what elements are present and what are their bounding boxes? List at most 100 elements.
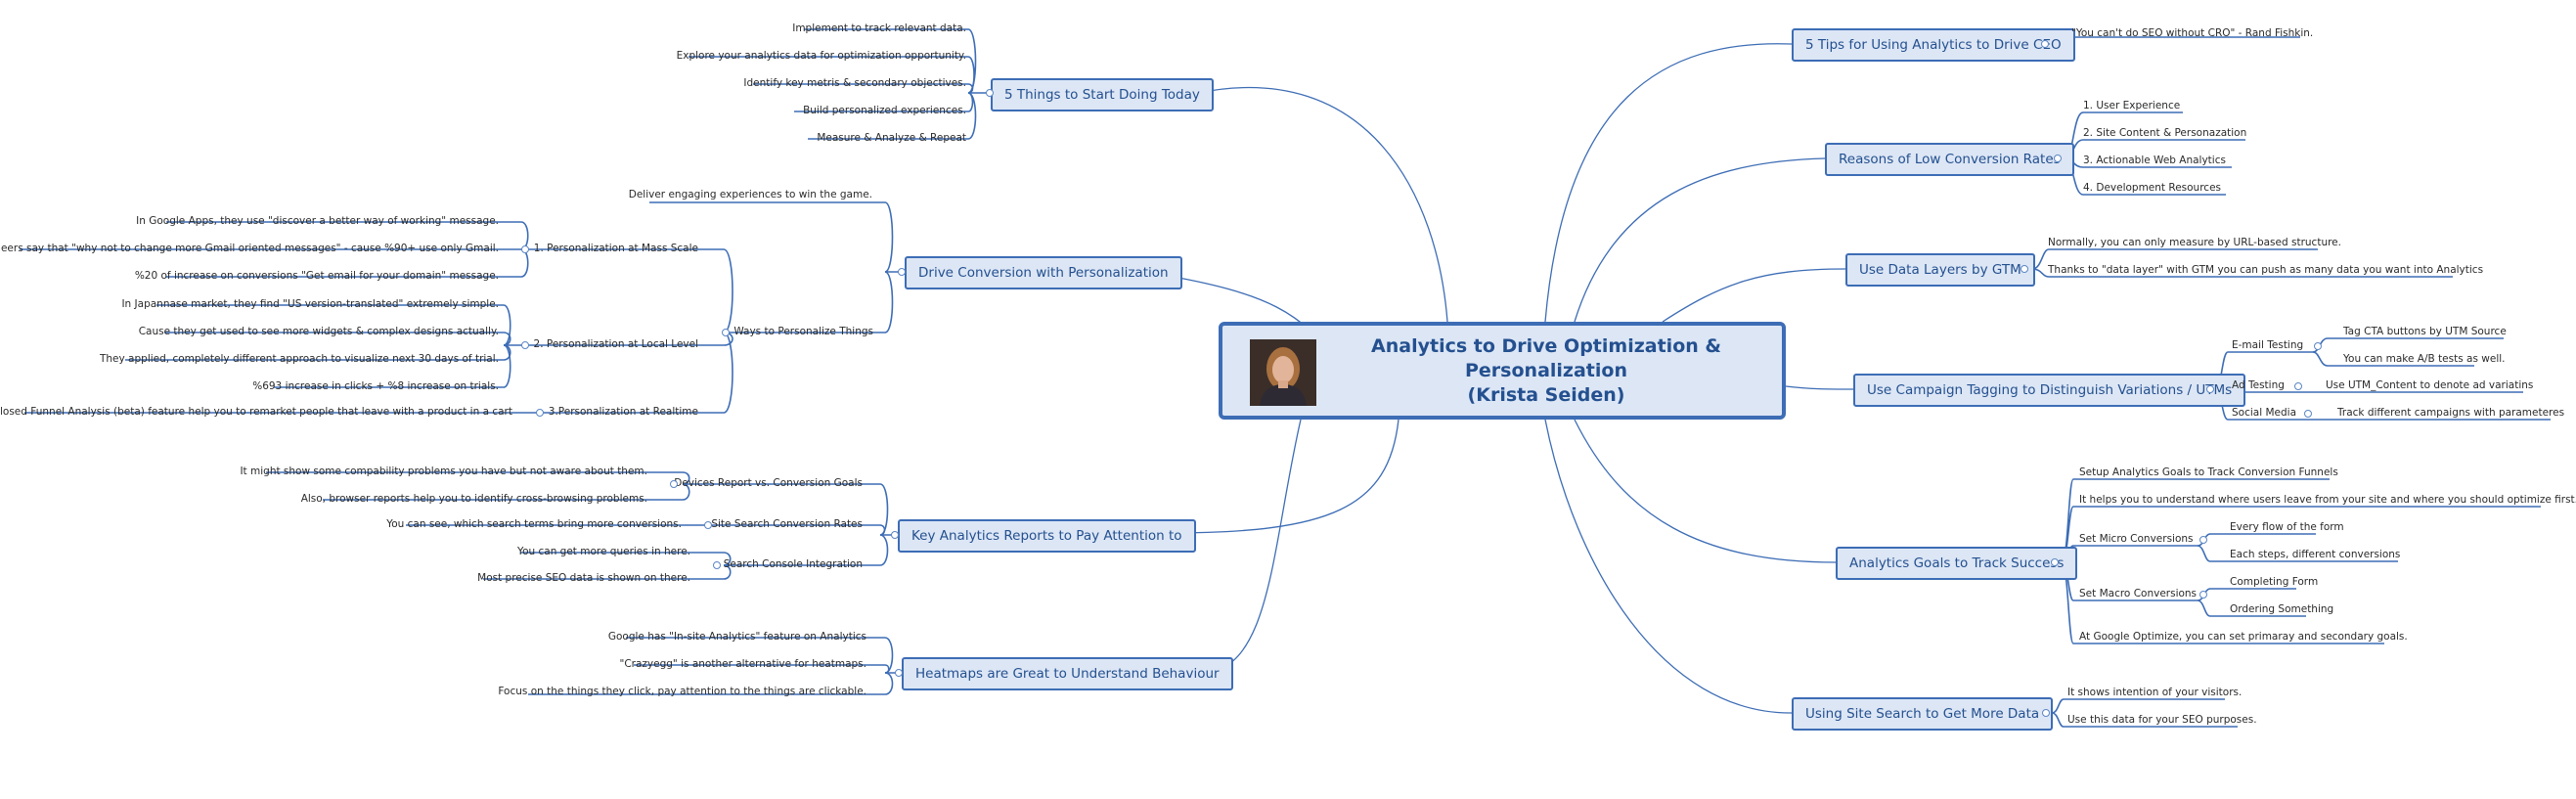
- collapse-toggle[interactable]: [898, 268, 906, 276]
- collapse-toggle[interactable]: [895, 669, 903, 677]
- leaf-item: "Crazyegg" is another alternative for he…: [619, 658, 867, 670]
- subtopic-email-testing: E-mail Testing: [2232, 339, 2304, 351]
- subtopic-ways: Ways to Personalize Things: [733, 326, 873, 337]
- topic-heatmaps[interactable]: Heatmaps are Great to Understand Behavio…: [902, 657, 1233, 690]
- leaf-item: 1. User Experience: [2083, 100, 2181, 111]
- leaf-item: Completing Form: [2230, 576, 2319, 588]
- collapse-toggle[interactable]: [2042, 709, 2050, 717]
- central-topic[interactable]: Analytics to Drive Optimization & Person…: [1219, 322, 1786, 420]
- collapse-toggle[interactable]: [891, 531, 899, 539]
- leaf-item: At Google Optimize, you can set primaray…: [2079, 631, 2408, 643]
- subtopic-realtime: 3.Personalization at Realtime: [548, 406, 698, 418]
- leaf-item: It shows intention of your visitors.: [2067, 687, 2243, 698]
- connector: [1166, 419, 1399, 534]
- leaf-item: Measure & Analyze & Repeat: [817, 132, 966, 144]
- collapse-toggle[interactable]: [713, 561, 721, 569]
- topic-data-layers[interactable]: Use Data Layers by GTM: [1845, 253, 2035, 287]
- collapse-toggle[interactable]: [2051, 558, 2059, 566]
- leaf-item: Identify key metris & secondary objectiv…: [743, 77, 966, 89]
- leaf-item: It might show some compability problems …: [240, 466, 647, 477]
- collapse-toggle[interactable]: [2021, 265, 2028, 273]
- subtopic-micro: Set Micro Conversions: [2079, 533, 2194, 545]
- leaf-item: "You can't do SEO without CRO" - Rand Fi…: [2071, 27, 2314, 39]
- topic-drive-conversion[interactable]: Drive Conversion with Personalization: [905, 256, 1182, 289]
- central-title: Analytics to Drive Optimization & Person…: [1320, 326, 1772, 416]
- collapse-toggle[interactable]: [722, 329, 730, 336]
- central-title-line1: Analytics to Drive Optimization & Person…: [1371, 334, 1721, 381]
- leaf-item: Ordering Something: [2230, 603, 2334, 615]
- leaf-item: 4. Development Resources: [2083, 182, 2222, 194]
- subtopic-devices: Devices Report vs. Conversion Goals: [674, 477, 863, 489]
- collapse-toggle[interactable]: [536, 409, 544, 417]
- leaf-item: 3. Actionable Web Analytics: [2083, 155, 2226, 166]
- leaf-item: 2. Site Content & Personazation: [2083, 127, 2247, 139]
- collapse-toggle[interactable]: [2199, 536, 2207, 544]
- connector: [1197, 87, 1448, 323]
- leaf-item: Thanks to "data layer" with GTM you can …: [2048, 264, 2484, 276]
- collapse-toggle[interactable]: [521, 341, 529, 349]
- leaf-item: Use this data for your SEO purposes.: [2067, 714, 2257, 726]
- leaf-item: Every flow of the form: [2230, 521, 2344, 533]
- topic-site-search[interactable]: Using Site Search to Get More Data: [1792, 697, 2054, 731]
- leaf-item: Engineers say that "why not to change mo…: [0, 243, 499, 254]
- leaf-item: Use UTM_Content to denote ad variatins: [2326, 379, 2534, 391]
- leaf-item: Focus on the things they click, pay atte…: [498, 686, 866, 697]
- leaf-item: Each steps, different conversions: [2230, 549, 2401, 560]
- leaf-item: Normally, you can only measure by URL-ba…: [2048, 237, 2341, 248]
- topic-low-conversion[interactable]: Reasons of Low Conversion Rates: [1825, 143, 2074, 176]
- leaf-item: You can see, which search terms bring mo…: [386, 518, 682, 530]
- leaf-item: Closed Funnel Analysis (beta) feature he…: [0, 406, 512, 418]
- subtopic-site-search: Site Search Conversion Rates: [711, 518, 863, 530]
- collapse-toggle[interactable]: [2054, 155, 2062, 162]
- collapse-toggle[interactable]: [2294, 382, 2302, 390]
- leaf-item: In Google Apps, they use "discover a bet…: [136, 215, 499, 227]
- connector: [1544, 419, 1793, 714]
- topic-key-reports[interactable]: Key Analytics Reports to Pay Attention t…: [898, 519, 1196, 553]
- leaf-item: Most precise SEO data is shown on there.: [477, 572, 690, 584]
- leaf-item: In Japannase market, they find "US versi…: [121, 298, 499, 310]
- leaf-item: Deliver engaging experiences to win the …: [628, 189, 872, 200]
- subtopic-macro: Set Macro Conversions: [2079, 588, 2198, 599]
- leaf-item: Implement to track relevant data.: [792, 22, 966, 34]
- collapse-toggle[interactable]: [670, 480, 678, 488]
- leaf-item: It helps you to understand where users l…: [2079, 494, 2576, 506]
- subtopic-search-console: Search Console Integration: [723, 558, 863, 570]
- connector: [1574, 157, 1826, 323]
- topic-tips[interactable]: 5 Tips for Using Analytics to Drive CEO: [1792, 28, 2075, 62]
- subtopic-ad-testing: Ad Testing: [2232, 379, 2285, 391]
- leaf-item: Also, browser reports help you to identi…: [300, 493, 647, 505]
- collapse-toggle[interactable]: [2304, 410, 2312, 418]
- leaf-item: Setup Analytics Goals to Track Conversio…: [2079, 466, 2338, 478]
- connector: [1662, 268, 1846, 323]
- topic-campaign-tagging[interactable]: Use Campaign Tagging to Distinguish Vari…: [1853, 374, 2246, 407]
- topic-things-today[interactable]: 5 Things to Start Doing Today: [991, 78, 1214, 111]
- collapse-toggle[interactable]: [521, 245, 529, 253]
- collapse-toggle[interactable]: [2314, 342, 2322, 350]
- leaf-item: You can get more queries in here.: [517, 546, 690, 557]
- leaf-item: Google has "In-site Analytics" feature o…: [607, 631, 866, 643]
- connector: [1198, 419, 1302, 674]
- connector: [1574, 419, 1837, 563]
- leaf-item: Track different campaigns with parameter…: [2337, 407, 2565, 419]
- connector: [1785, 385, 1854, 390]
- subtopic-mass-scale: 1. Personalization at Mass Scale: [533, 243, 698, 254]
- subtopic-social-media: Social Media: [2232, 407, 2297, 419]
- leaf-item: Tag CTA buttons by UTM Source: [2343, 326, 2507, 337]
- central-title-line2: (Krista Seiden): [1467, 383, 1625, 406]
- collapse-toggle[interactable]: [2206, 385, 2214, 393]
- collapse-toggle[interactable]: [704, 521, 712, 529]
- leaf-item: Explore your analytics data for optimiza…: [676, 50, 966, 62]
- collapse-toggle[interactable]: [986, 89, 994, 97]
- leaf-item: %20 of increase on conversions "Get emai…: [134, 270, 499, 282]
- leaf-item: %693 increase in clicks + %8 increase on…: [252, 380, 499, 392]
- portrait-photo-icon: [1250, 339, 1316, 406]
- leaf-item: They applied, completely different appro…: [99, 353, 499, 365]
- leaf-item: Build personalized experiences.: [803, 105, 966, 116]
- collapse-toggle[interactable]: [2199, 591, 2207, 599]
- leaf-item: Cause they get used to see more widgets …: [138, 326, 499, 337]
- collapse-toggle[interactable]: [2041, 40, 2049, 48]
- subtopic-local-level: 2. Personalization at Local Level: [533, 338, 698, 350]
- leaf-item: You can make A/B tests as well.: [2343, 353, 2506, 365]
- topic-goals[interactable]: Analytics Goals to Track Success: [1836, 547, 2078, 580]
